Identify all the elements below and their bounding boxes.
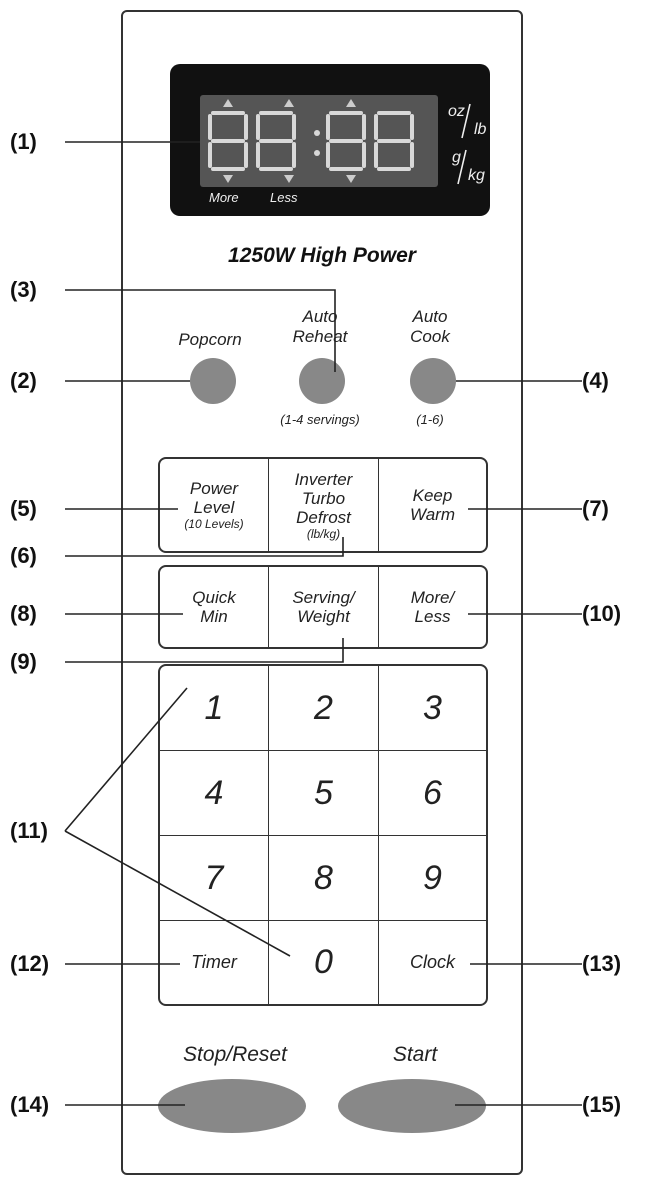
more-indicator-label: More	[209, 190, 239, 205]
quick-min-label-2: Min	[200, 607, 228, 626]
divider	[160, 920, 486, 921]
callout-11: (11)	[10, 818, 48, 843]
less-arrow-icon	[284, 175, 294, 183]
callout-15: (15)	[582, 1092, 622, 1117]
keep-warm-label-1: Keep	[412, 486, 453, 505]
function-row-2	[158, 565, 488, 649]
defrost-label-2: Turbo	[301, 488, 346, 508]
power-level-label-1: Power	[189, 479, 239, 498]
more-arrow-icon	[284, 99, 294, 107]
divider	[160, 750, 486, 751]
more-arrow-icon	[223, 99, 233, 107]
digit-2	[256, 111, 296, 171]
divider	[268, 459, 269, 551]
key-7[interactable]: 7	[204, 858, 224, 897]
callout-12: (12)	[10, 951, 50, 976]
callout-5: (5)	[10, 496, 37, 521]
keep-warm-label-2: Warm	[409, 505, 455, 524]
auto-reheat-label-2: Reheat	[292, 327, 348, 346]
more-less-label-2: Less	[414, 607, 451, 626]
serving-weight-label-1: Serving/	[292, 588, 355, 607]
auto-cook-label-2: Cook	[410, 327, 450, 346]
callout-3: (3)	[10, 277, 37, 302]
less-arrow-icon	[223, 175, 233, 183]
serving-weight-label-2: Weight	[297, 607, 350, 626]
key-3[interactable]: 3	[423, 688, 442, 727]
more-arrow-icon	[346, 99, 356, 107]
clock-button[interactable]: Clock	[409, 952, 455, 972]
divider	[160, 835, 486, 836]
callout-9: (9)	[10, 649, 37, 674]
unit-slashes	[457, 103, 471, 185]
quick-min-button[interactable]: Quick Min	[160, 567, 268, 647]
auto-cook-label-1: Auto	[412, 307, 448, 326]
power-rating-label: 1250W High Power	[228, 244, 416, 267]
start-label: Start	[392, 1043, 438, 1066]
key-1[interactable]: 1	[204, 688, 224, 727]
stop-reset-button[interactable]	[158, 1079, 306, 1133]
callout-1: (1)	[10, 129, 37, 154]
stop-reset-label: Stop/Reset	[183, 1043, 287, 1066]
popcorn-label: Popcorn	[178, 330, 242, 349]
auto-reheat-label-1: Auto	[302, 307, 338, 326]
less-arrow-icon	[346, 175, 356, 183]
defrost-label-3: Defrost	[296, 507, 351, 527]
inverter-turbo-defrost-button[interactable]: Inverter Turbo Defrost (lb/kg)	[269, 459, 378, 551]
key-4[interactable]: 4	[204, 773, 224, 812]
key-8[interactable]: 8	[314, 858, 333, 897]
colon-dot	[314, 130, 320, 136]
quick-min-label-1: Quick	[192, 588, 236, 607]
defrost-label-1: Inverter	[294, 469, 353, 489]
digit-display	[208, 99, 414, 183]
key-9[interactable]: 9	[423, 858, 442, 897]
callout-10: (10)	[582, 601, 622, 626]
callout-4: (4)	[582, 368, 609, 393]
divider	[268, 567, 269, 647]
callout-8: (8)	[10, 601, 37, 626]
more-less-button[interactable]: More/ Less	[379, 567, 486, 647]
key-5[interactable]: 5	[314, 773, 333, 812]
popcorn-button[interactable]	[190, 358, 236, 404]
defrost-sub-label: (lb/kg)	[306, 526, 341, 541]
digit-1	[208, 111, 248, 171]
auto-reheat-sub-label: (1-4 servings)	[280, 412, 360, 427]
serving-weight-button[interactable]: Serving/ Weight	[269, 567, 378, 647]
unit-lb-label: lb	[474, 121, 487, 138]
divider	[378, 459, 379, 551]
unit-g-label: g	[452, 149, 461, 166]
more-less-label-1: More/	[410, 588, 455, 607]
auto-reheat-button[interactable]	[299, 358, 345, 404]
auto-cook-sub-label: (1-6)	[416, 412, 444, 427]
callout-6: (6)	[10, 543, 37, 568]
callout-2: (2)	[10, 368, 37, 393]
colon-dot	[314, 150, 320, 156]
digit-4	[374, 111, 414, 171]
key-6[interactable]: 6	[423, 773, 442, 812]
power-level-button[interactable]: Power Level (10 Levels)	[160, 459, 268, 551]
power-level-sub-label: (10 Levels)	[184, 517, 244, 531]
unit-oz-label: oz	[448, 103, 465, 120]
less-indicator-label: Less	[270, 190, 298, 205]
digit-3	[326, 111, 366, 171]
callout-7: (7)	[582, 496, 609, 521]
divider	[378, 567, 379, 647]
key-0[interactable]: 0	[314, 943, 333, 981]
key-2[interactable]: 2	[314, 688, 333, 727]
keep-warm-button[interactable]: Keep Warm	[379, 459, 486, 551]
start-button[interactable]	[338, 1079, 486, 1133]
power-level-label-2: Level	[193, 498, 235, 517]
callout-14: (14)	[10, 1092, 50, 1117]
unit-kg-label: kg	[468, 167, 485, 184]
auto-cook-button[interactable]	[410, 358, 456, 404]
timer-button[interactable]: Timer	[191, 952, 237, 972]
callout-13: (13)	[582, 951, 622, 976]
